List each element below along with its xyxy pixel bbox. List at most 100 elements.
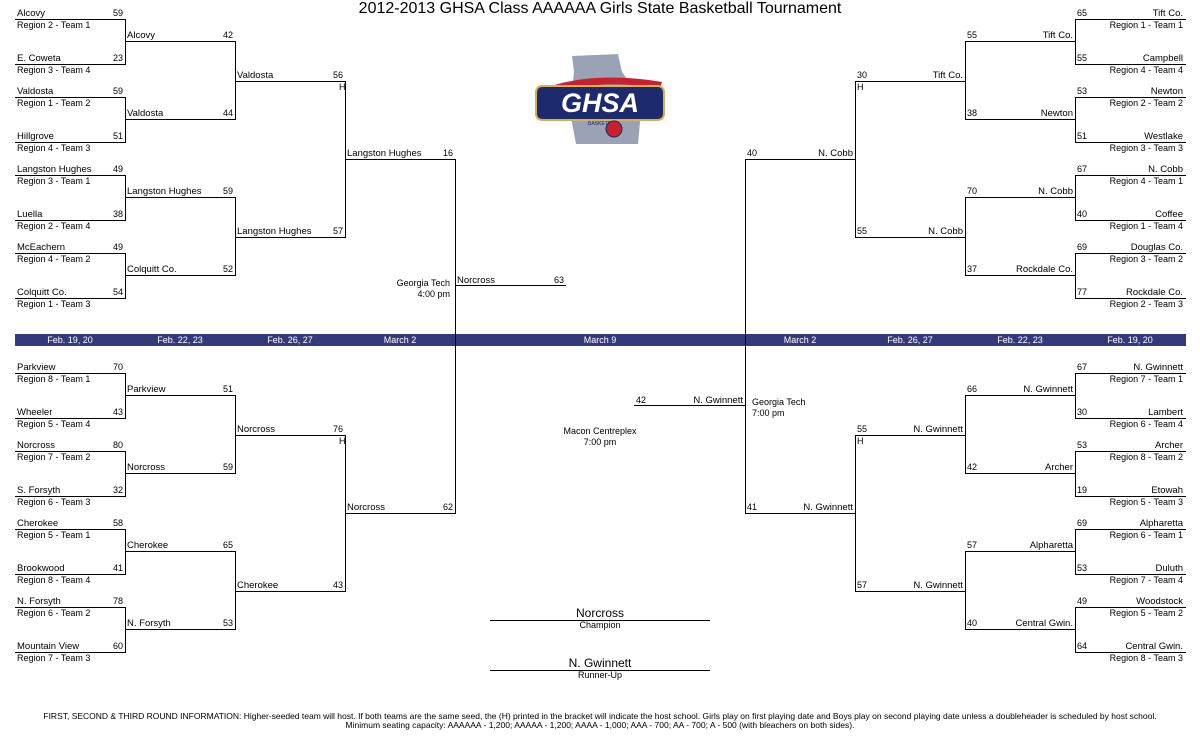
- team-line: [15, 607, 126, 608]
- team-name: Etowah: [1151, 485, 1183, 496]
- team-line: [15, 64, 126, 65]
- team-name: Brookwood: [17, 563, 65, 574]
- team-score: 64: [1077, 641, 1088, 651]
- team-score: 78: [112, 596, 123, 606]
- bracket-connector: [235, 550, 236, 630]
- team-name: Colquitt Co.: [127, 263, 177, 275]
- team-name: Norcross: [127, 461, 166, 473]
- team-score: 77: [1077, 287, 1088, 297]
- team-line: [965, 274, 1076, 276]
- team-line: [15, 253, 126, 254]
- team-seed: Region 1 - Team 3: [17, 299, 91, 309]
- team-seed: Region 1 - Team 4: [1109, 221, 1183, 231]
- team-line: [125, 40, 236, 42]
- semifinal-venue-right: Georgia Tech 7:00 pm: [752, 397, 805, 419]
- team-line: [965, 628, 1076, 630]
- round-dates-band: [15, 334, 1186, 346]
- team-name: Westlake: [1144, 131, 1183, 142]
- round-label: Feb. 22, 23: [157, 335, 203, 345]
- logo-subtext: BASKETBALL: [588, 121, 620, 127]
- team-score: 69: [1077, 242, 1088, 252]
- champion-line: [490, 620, 710, 621]
- runner-up-team: N. Gwinnett: [568, 656, 632, 670]
- team-name: Archer: [1155, 440, 1183, 451]
- team-line: [15, 574, 126, 575]
- team-line: [15, 298, 126, 299]
- team-score: 53: [1077, 86, 1088, 96]
- team-line: [125, 628, 236, 630]
- round-label: Feb. 22, 23: [997, 335, 1043, 345]
- bracket-connector: [965, 550, 966, 630]
- team-score: 58: [112, 518, 123, 528]
- team-name: N. Gwinnett: [913, 423, 963, 435]
- team-name: Langston Hughes: [127, 185, 202, 197]
- team-score: 55: [857, 423, 868, 434]
- team-score: 65: [222, 539, 233, 550]
- team-seed: Region 3 - Team 4: [17, 65, 91, 75]
- team-score: 49: [1077, 596, 1088, 606]
- team-seed: Region 4 - Team 4: [1109, 65, 1183, 75]
- team-line: [855, 236, 966, 238]
- team-seed: Region 7 - Team 2: [17, 452, 91, 462]
- team-seed: Region 2 - Team 2: [1109, 98, 1183, 108]
- team-name: Valdosta: [17, 86, 54, 97]
- team-score: 56: [332, 69, 343, 80]
- team-seed: Region 5 - Team 1: [17, 530, 91, 540]
- venue-time: 7:00 pm: [583, 437, 617, 447]
- team-name: N. Gwinnett: [1133, 362, 1183, 373]
- team-line: [235, 80, 346, 82]
- team-line: [15, 529, 126, 530]
- team-seed: Region 7 - Team 4: [1109, 575, 1183, 585]
- team-name: Tift Co.: [932, 69, 963, 81]
- team-score: 65: [1077, 8, 1088, 18]
- team-line: [1075, 97, 1186, 98]
- team-line: [965, 394, 1076, 396]
- team-name: Colquitt Co.: [17, 287, 67, 298]
- team-seed: Region 5 - Team 3: [1109, 497, 1183, 507]
- team-name: Alcovy: [127, 29, 155, 41]
- team-line: [965, 196, 1076, 198]
- team-name: N. Gwinnett: [913, 579, 963, 591]
- team-name: Newton: [1150, 86, 1183, 97]
- team-line: [1075, 652, 1186, 653]
- team-score: 55: [967, 29, 978, 40]
- page-title: 2012-2013 GHSA Class AAAAAA Girls State …: [358, 0, 842, 17]
- team-score: 23: [112, 53, 123, 63]
- footer-note: FIRST, SECOND & THIRD ROUND INFORMATION:…: [0, 712, 1200, 730]
- team-name: Tift Co.: [1042, 29, 1073, 41]
- team-score: 54: [112, 287, 123, 297]
- team-line: [1075, 142, 1186, 143]
- round-label: Feb. 26, 27: [267, 335, 313, 345]
- team-score: 51: [112, 131, 123, 141]
- team-score: 51: [222, 383, 233, 394]
- team-score: 41: [112, 563, 123, 573]
- team-name: N. Cobb: [1038, 185, 1073, 197]
- team-line: [1075, 373, 1186, 374]
- team-seed: Region 8 - Team 4: [17, 575, 91, 585]
- team-name: Mountain View: [17, 641, 80, 652]
- team-name: Douglas Co.: [1130, 242, 1183, 253]
- team-line: [965, 40, 1076, 42]
- team-name: N. Cobb: [1148, 164, 1183, 175]
- team-line: [15, 220, 126, 221]
- team-score: 80: [112, 440, 123, 450]
- semifinal-score-right: 42: [636, 395, 647, 405]
- team-score: 53: [1077, 440, 1088, 450]
- bracket-connector: [1075, 253, 1076, 299]
- venue-name: Georgia Tech: [752, 397, 806, 407]
- team-seed: Region 6 - Team 4: [1109, 419, 1183, 429]
- team-line: [1075, 496, 1186, 497]
- footer-line-1: FIRST, SECOND & THIRD ROUND INFORMATION:…: [43, 711, 1157, 721]
- team-name: Alcovy: [17, 8, 45, 19]
- team-line: [125, 394, 236, 396]
- host-marker: H: [339, 81, 346, 92]
- team-score: 60: [112, 641, 123, 651]
- team-score: 42: [222, 29, 233, 40]
- bracket-connector: [745, 158, 746, 514]
- bracket-connector: [1075, 529, 1076, 575]
- team-name: E. Coweta: [17, 53, 61, 64]
- team-line: [15, 142, 126, 143]
- team-score: 19: [1077, 485, 1088, 495]
- team-score: 59: [222, 461, 233, 472]
